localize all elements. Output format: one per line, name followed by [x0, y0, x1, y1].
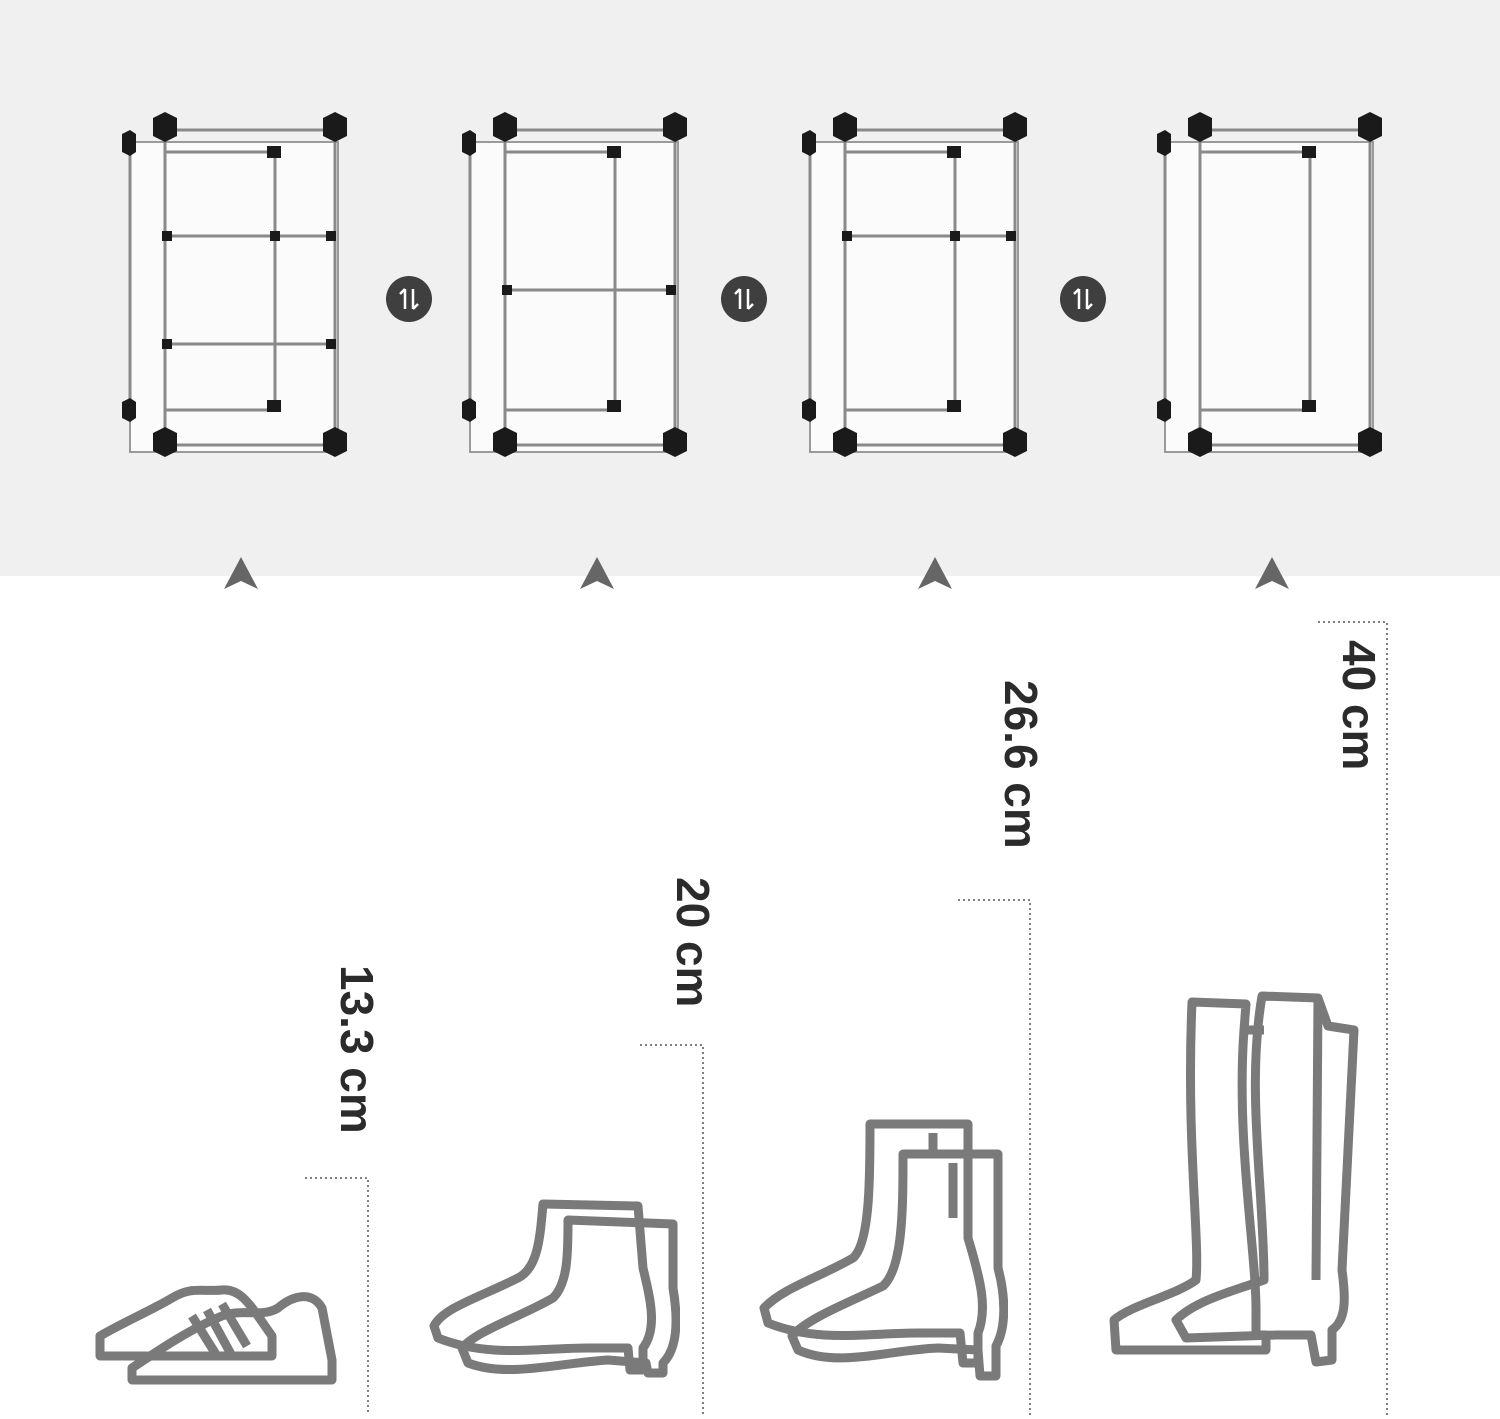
cube-config-two-compartment-low	[462, 112, 687, 457]
height-label-13-3: 13.3 cm	[331, 965, 383, 1134]
cube-config-two-compartment-high	[802, 112, 1027, 457]
up-triangle-icon	[580, 557, 614, 589]
up-triangle-icon	[224, 557, 258, 589]
up-triangle-icon	[918, 557, 952, 589]
swap-arrows-icon	[1060, 276, 1106, 322]
height-label-20: 20 cm	[667, 877, 719, 1008]
cube-config-single-compartment	[1157, 112, 1382, 457]
cube-config-three-compartment	[122, 112, 347, 457]
swap-arrows-icon	[721, 276, 767, 322]
height-label-26-6: 26.6 cm	[995, 680, 1047, 849]
knee-high-boots-icon	[1109, 991, 1359, 1367]
sneakers-icon	[95, 1285, 337, 1385]
height-label-40: 40 cm	[1333, 640, 1385, 771]
ankle-boots-icon	[429, 1199, 680, 1378]
up-triangle-icon	[1255, 557, 1289, 589]
swap-arrows-icon	[386, 276, 432, 322]
mid-calf-boots-icon	[759, 1119, 1008, 1381]
